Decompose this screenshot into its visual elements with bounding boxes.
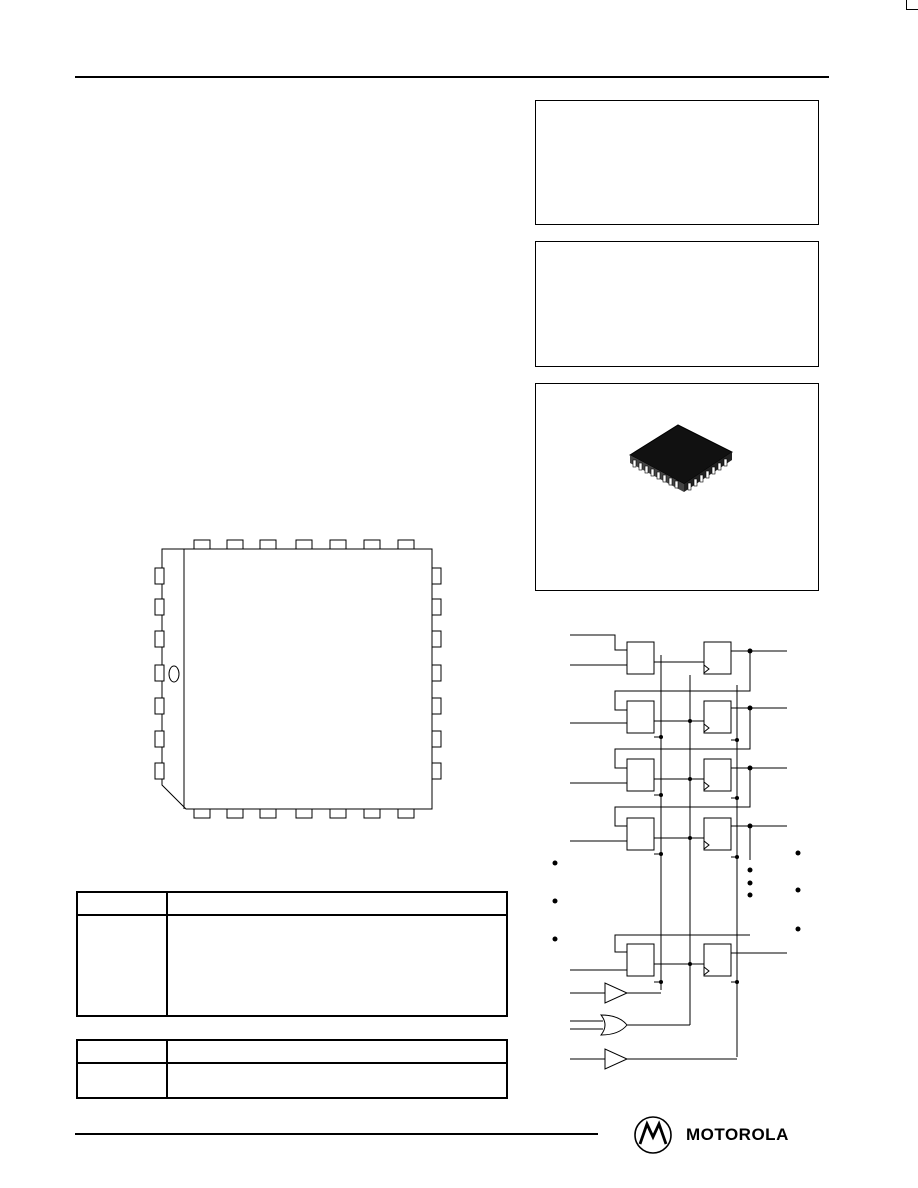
header-rule bbox=[75, 76, 829, 78]
pinout-diagram bbox=[154, 539, 442, 819]
motorola-batwing-logo-icon bbox=[634, 1116, 672, 1154]
plcc-package-icon bbox=[629, 424, 733, 492]
pin1-notch-icon bbox=[168, 665, 180, 683]
logic-diagram bbox=[552, 634, 801, 1070]
footer-rule bbox=[75, 1133, 598, 1135]
brand-wordmark: MOTOROLA bbox=[686, 1125, 789, 1144]
package-box bbox=[535, 383, 819, 591]
ordering-info-box bbox=[535, 100, 819, 225]
pin-names-table bbox=[76, 891, 508, 1017]
logic-symbol-box bbox=[535, 241, 819, 367]
page-corner-mark bbox=[906, 0, 918, 10]
function-table bbox=[76, 1039, 508, 1099]
